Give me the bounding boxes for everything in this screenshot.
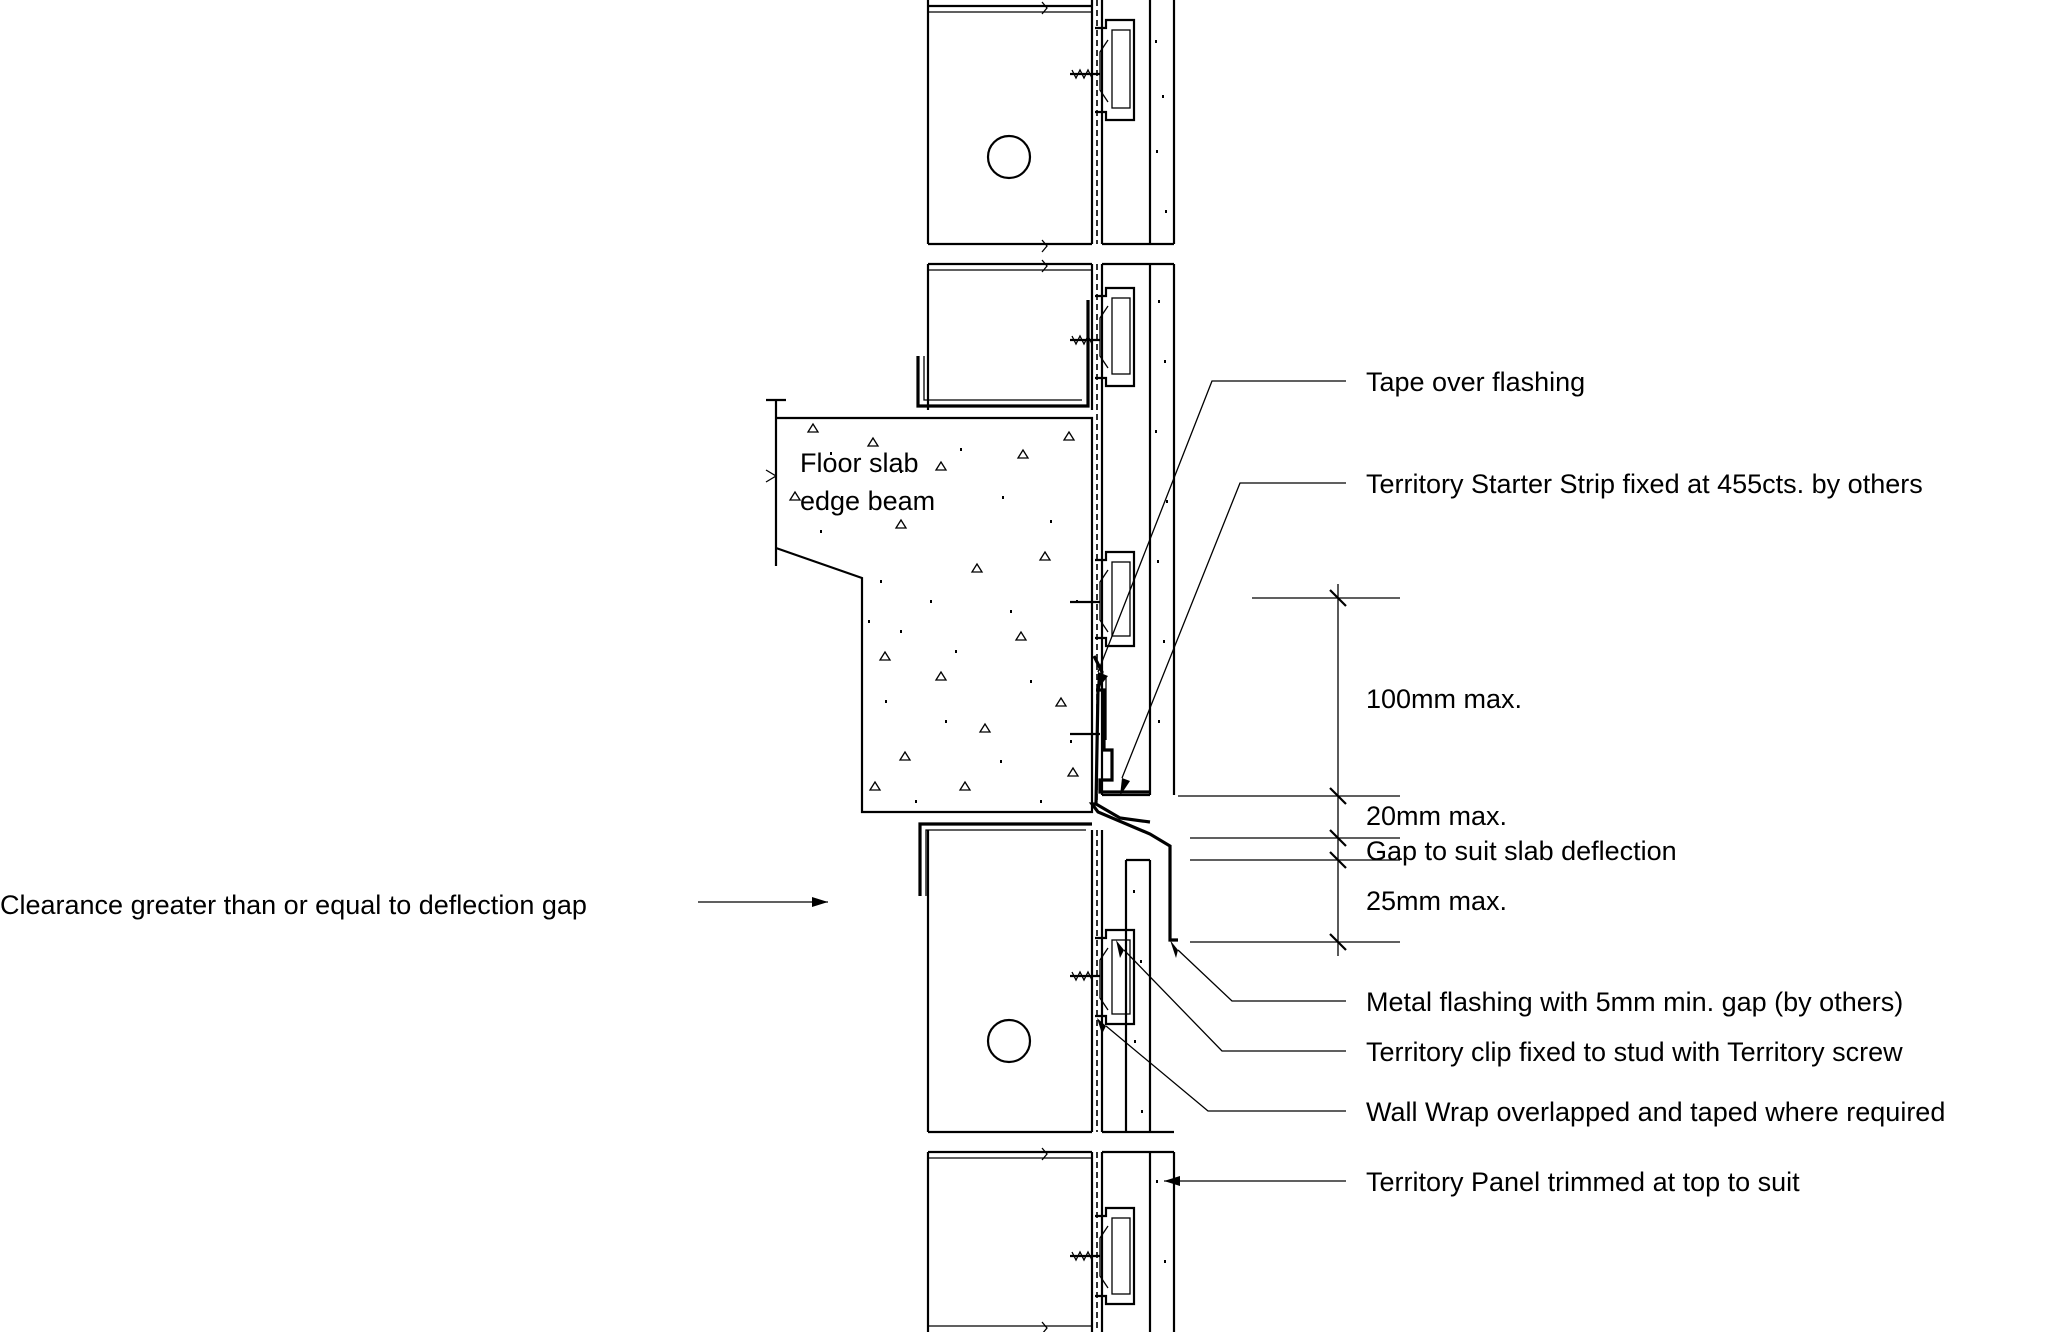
territory-clip-4 (1070, 928, 1136, 1026)
floor-slab-label-line1: Floor slab (800, 448, 919, 478)
service-hole-lower-icon (986, 1018, 1032, 1064)
panel-texture (1133, 40, 1168, 1263)
dim-100-label: 100mm max. (1366, 684, 1522, 714)
leader-arrows (812, 672, 1180, 1186)
concrete-texture (788, 422, 1080, 803)
metal-flashing-label: Metal flashing with 5mm min. gap (by oth… (1366, 987, 1903, 1017)
territory-clip-label: Territory clip fixed to stud with Territ… (1366, 1037, 1903, 1067)
service-hole-icon (986, 134, 1032, 180)
head-track (916, 300, 1090, 408)
clearance-label: Clearance greater than or equal to defle… (0, 890, 587, 920)
territory-clip-1 (1070, 18, 1136, 122)
territory-clip-5 (1070, 1206, 1136, 1306)
stud-wall-bottom (926, 1147, 1094, 1332)
dim-25-label: 25mm max. (1366, 886, 1507, 916)
stud-wall-upper (926, 0, 1094, 253)
leader-lines (698, 380, 1346, 1182)
dimension-lines (1178, 584, 1400, 956)
bottom-track (918, 822, 1092, 896)
territory-clip-3 (1070, 550, 1136, 648)
dim-20-label: 20mm max. (1366, 801, 1507, 831)
territory-panel (1100, 0, 1176, 1332)
gap-deflection-label: Gap to suit slab deflection (1366, 836, 1677, 866)
territory-clip-2 (1070, 286, 1136, 388)
floor-slab-edge-beam (765, 398, 1094, 814)
wall-wrap-label: Wall Wrap overlapped and taped where req… (1366, 1097, 1945, 1127)
floor-slab-label-line2: edge beam (800, 486, 935, 516)
territory-panel-label: Territory Panel trimmed at top to suit (1366, 1167, 1800, 1197)
starter-strip (1070, 676, 1150, 794)
starter-strip-label: Territory Starter Strip fixed at 455cts.… (1366, 469, 1923, 499)
tape-label: Tape over flashing (1366, 367, 1585, 397)
stud-wall-lower (918, 822, 1094, 1134)
stud-wall-middle (916, 259, 1094, 410)
